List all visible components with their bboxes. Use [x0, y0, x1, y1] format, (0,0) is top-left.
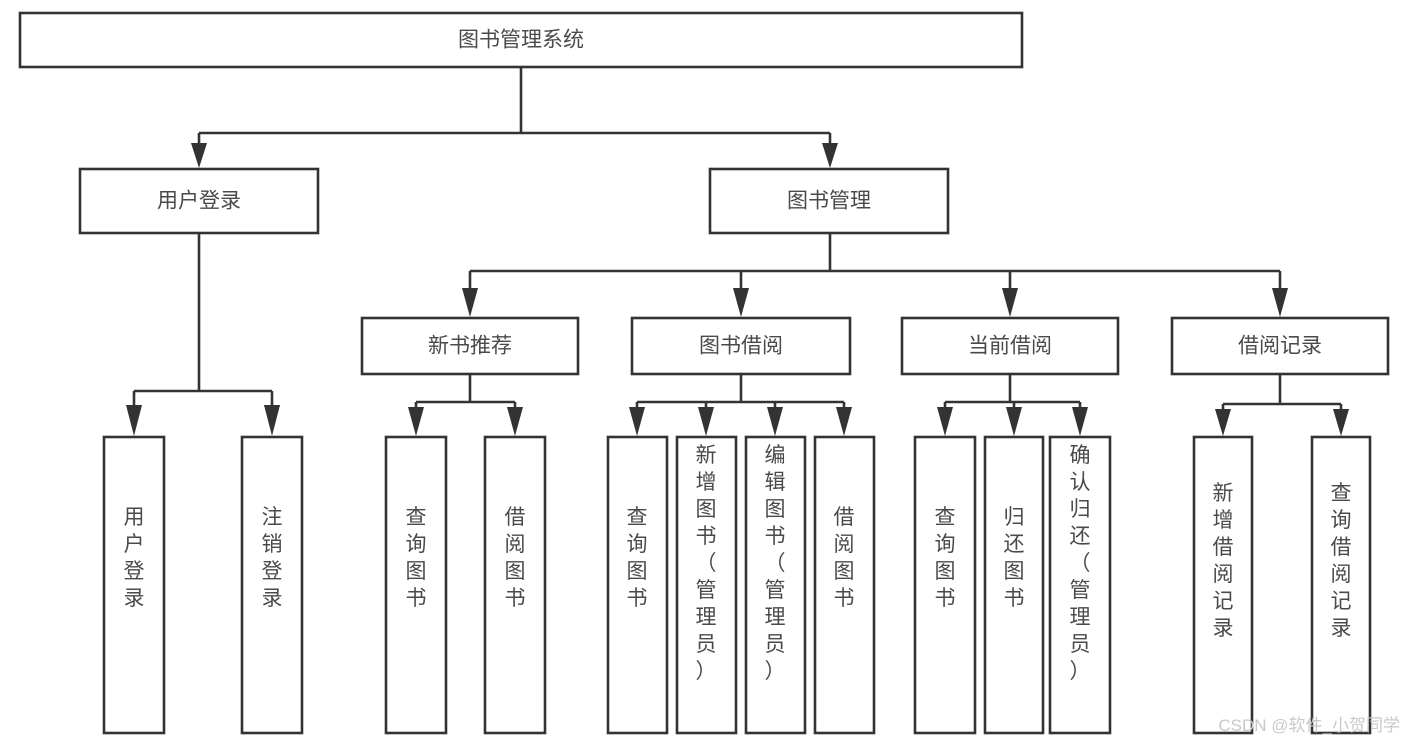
leaf-node-add-borrow-record[interactable]: 新增借阅记录	[1192, 435, 1254, 735]
leaf-confirm-return-admin-label: 确认归还（管理员）	[1070, 444, 1091, 683]
new-book-rec-label: 新书推荐	[428, 335, 512, 358]
root-box[interactable]	[18, 11, 1024, 69]
arrow-to-leaf-rec-borrow-book	[507, 407, 523, 436]
leaf-node-rec-query-book[interactable]: 查询图书	[384, 435, 448, 735]
arrow-to-leaf-user-login	[126, 405, 142, 436]
leaf-node-add-book-admin[interactable]: 新增图书（管理员）	[675, 435, 738, 735]
borrow-record-box[interactable]	[1170, 316, 1390, 376]
leaf-return-book-label: 归还图书	[1004, 506, 1025, 610]
leaf-node-logout[interactable]: 注销登录	[240, 435, 304, 735]
arrow-to-current-borrow	[1002, 288, 1018, 317]
leaf-node-query-borrow-record[interactable]: 查询借阅记录	[1310, 435, 1372, 735]
leaf-add-borrow-record-label: 新增借阅记录	[1213, 482, 1234, 640]
edge-layer	[126, 67, 1349, 436]
arrow-to-leaf-cur-query-book	[937, 407, 953, 436]
leaf-node-borrow-book[interactable]: 借阅图书	[813, 435, 876, 735]
leaf-user-login-box[interactable]	[102, 435, 166, 735]
arrow-to-leaf-return-book	[1006, 407, 1022, 436]
leaf-query-borrow-record-label: 查询借阅记录	[1331, 482, 1352, 640]
current-borrow-label: 当前借阅	[968, 335, 1052, 358]
leaf-rec-borrow-book-label: 借阅图书	[505, 506, 526, 610]
arrow-to-leaf-rec-query-book	[408, 407, 424, 436]
arrow-to-new-book-rec	[462, 288, 478, 317]
leaf-rec-query-book-label: 查询图书	[406, 506, 427, 610]
book-manage-box[interactable]	[708, 167, 950, 235]
leaf-node-return-book[interactable]: 归还图书	[983, 435, 1045, 735]
leaf-user-login-label: 用户登录	[124, 506, 145, 610]
user-login-label: 用户登录	[157, 190, 241, 213]
leaf-rec-query-book-box[interactable]	[384, 435, 448, 735]
leaf-cur-query-book-box[interactable]	[913, 435, 977, 735]
user-login-box[interactable]	[78, 167, 320, 235]
arrow-to-leaf-confirm-return-admin	[1072, 407, 1088, 436]
arrow-to-leaf-add-borrow-record	[1215, 409, 1231, 436]
leaf-borrow-book-box[interactable]	[813, 435, 876, 735]
leaf-node-rec-borrow-book[interactable]: 借阅图书	[483, 435, 547, 735]
leaf-add-borrow-record-box[interactable]	[1192, 435, 1254, 735]
leaf-borrow-book-label: 借阅图书	[834, 506, 855, 610]
arrow-to-leaf-add-book-admin	[698, 407, 714, 436]
csdn-watermark: CSDN @软件_小贺同学	[1218, 716, 1400, 735]
leaf-query-borrow-record-box[interactable]	[1310, 435, 1372, 735]
leaf-rec-borrow-book-box[interactable]	[483, 435, 547, 735]
leaf-cur-query-book-label: 查询图书	[935, 506, 956, 610]
node-book-manage[interactable]: 图书管理	[708, 167, 950, 235]
leaf-node-confirm-return-admin[interactable]: 确认归还（管理员）	[1048, 435, 1112, 735]
node-new-book-rec[interactable]: 新书推荐	[360, 316, 580, 376]
leaf-add-book-admin-label: 新增图书（管理员）	[696, 444, 717, 683]
node-borrow-record[interactable]: 借阅记录	[1170, 316, 1390, 376]
node-current-borrow[interactable]: 当前借阅	[900, 316, 1120, 376]
leaf-return-book-box[interactable]	[983, 435, 1045, 735]
new-book-rec-box[interactable]	[360, 316, 580, 376]
leaf-node-borrow-query-book[interactable]: 查询图书	[606, 435, 669, 735]
leaf-node-user-login[interactable]: 用户登录	[102, 435, 166, 735]
arrow-to-book-borrow	[733, 288, 749, 317]
arrow-to-leaf-edit-book-admin	[767, 407, 783, 436]
book-borrow-label: 图书借阅	[699, 335, 783, 358]
node-user-login[interactable]: 用户登录	[78, 167, 320, 235]
book-manage-label: 图书管理	[787, 190, 871, 213]
leaf-edit-book-admin-label: 编辑图书（管理员）	[765, 444, 786, 683]
root-label: 图书管理系统	[458, 29, 584, 52]
leaf-logout-box[interactable]	[240, 435, 304, 735]
borrow-record-label: 借阅记录	[1238, 335, 1322, 358]
leaf-logout-label: 注销登录	[262, 506, 283, 610]
leaf-borrow-query-book-label: 查询图书	[627, 506, 648, 610]
leaf-add-book-admin-box[interactable]	[675, 435, 738, 735]
arrow-to-leaf-logout	[264, 405, 280, 436]
leaf-confirm-return-admin-box[interactable]	[1048, 435, 1112, 735]
arrow-to-leaf-borrow-book	[836, 407, 852, 436]
arrow-to-book-manage	[822, 143, 838, 168]
node-root[interactable]: 图书管理系统	[18, 11, 1024, 69]
book-borrow-box[interactable]	[630, 316, 852, 376]
leaf-node-edit-book-admin[interactable]: 编辑图书（管理员）	[744, 435, 807, 735]
arrow-to-leaf-borrow-query-book	[629, 407, 645, 436]
leaf-borrow-query-book-box[interactable]	[606, 435, 669, 735]
node-book-borrow[interactable]: 图书借阅	[630, 316, 852, 376]
leaf-edit-book-admin-box[interactable]	[744, 435, 807, 735]
arrow-to-leaf-query-borrow-record	[1333, 409, 1349, 436]
leaf-node-cur-query-book[interactable]: 查询图书	[913, 435, 977, 735]
arrow-to-borrow-record	[1272, 288, 1288, 317]
current-borrow-box[interactable]	[900, 316, 1120, 376]
arrow-to-user-login	[191, 143, 207, 168]
